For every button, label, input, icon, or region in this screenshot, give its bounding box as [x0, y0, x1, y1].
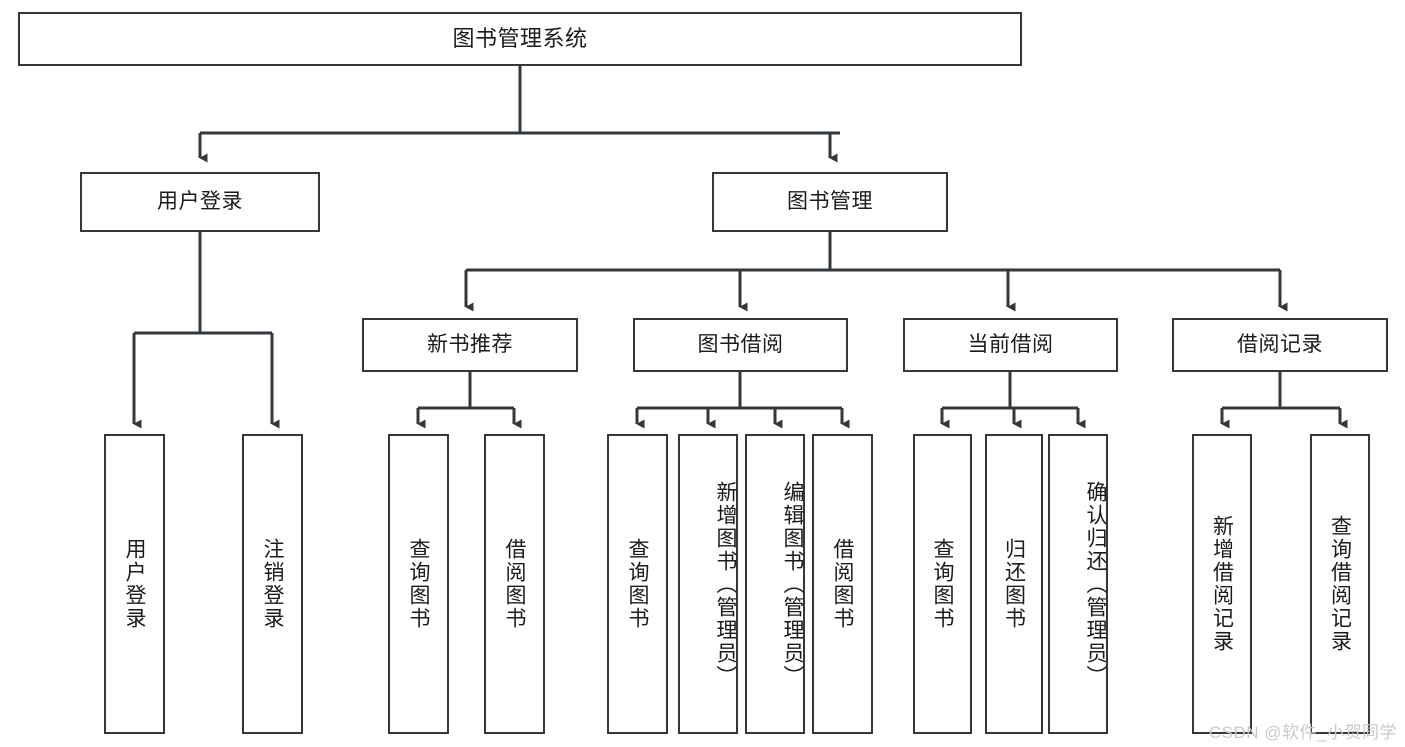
leaf-add-borrow-record[interactable]: 新增借阅记录 [1192, 434, 1252, 734]
node-label: 借阅记录 [1237, 333, 1323, 357]
node-label: 图书管理 [787, 190, 873, 214]
node-label: 查询借阅记录 [1328, 515, 1352, 653]
leaf-query-borrow-record[interactable]: 查询借阅记录 [1310, 434, 1370, 734]
leaf-logout[interactable]: 注销登录 [242, 434, 303, 734]
node-label: 借阅图书 [831, 538, 854, 630]
node-book-management[interactable]: 图书管理 [712, 172, 948, 232]
leaf-user-login[interactable]: 用户登录 [104, 434, 165, 734]
node-root-book-management-system[interactable]: 图书管理系统 [18, 12, 1022, 66]
node-label: 编辑图书（管理员） [781, 480, 804, 688]
leaf-borrow-book[interactable]: 借阅图书 [812, 434, 873, 734]
node-label: 查询图书 [407, 538, 430, 630]
node-label: 图书管理系统 [452, 25, 588, 51]
leaf-query-book-current[interactable]: 查询图书 [913, 434, 972, 734]
leaf-edit-book-admin[interactable]: 编辑图书（管理员） [745, 434, 805, 734]
node-label: 用户登录 [157, 190, 243, 214]
node-label: 新增借阅记录 [1210, 515, 1234, 653]
node-label: 查询图书 [626, 538, 649, 630]
node-label: 确认归还（管理员） [1084, 480, 1107, 688]
node-label: 用户登录 [123, 538, 146, 630]
leaf-return-book[interactable]: 归还图书 [985, 434, 1043, 734]
leaf-add-book-admin[interactable]: 新增图书（管理员） [678, 434, 738, 734]
node-label: 新书推荐 [427, 333, 513, 357]
node-borrow-records[interactable]: 借阅记录 [1172, 318, 1388, 372]
node-label: 新增图书（管理员） [714, 480, 737, 688]
node-user-login[interactable]: 用户登录 [80, 172, 320, 232]
leaf-query-book-recommend[interactable]: 查询图书 [388, 434, 449, 734]
node-label: 图书借阅 [697, 333, 784, 357]
node-label: 注销登录 [261, 538, 284, 630]
watermark-text: CSDN @软件_小贺同学 [1208, 723, 1397, 742]
leaf-borrow-book-recommend[interactable]: 借阅图书 [484, 434, 545, 734]
node-book-borrow[interactable]: 图书借阅 [633, 318, 848, 372]
leaf-confirm-return-admin[interactable]: 确认归还（管理员） [1048, 434, 1108, 734]
node-current-borrow[interactable]: 当前借阅 [903, 318, 1118, 372]
node-label: 查询图书 [931, 538, 954, 630]
node-label: 归还图书 [1002, 538, 1026, 630]
node-label: 当前借阅 [967, 333, 1054, 357]
node-new-book-recommend[interactable]: 新书推荐 [362, 318, 578, 372]
node-label: 借阅图书 [503, 538, 526, 630]
leaf-query-book-borrow[interactable]: 查询图书 [607, 434, 668, 734]
